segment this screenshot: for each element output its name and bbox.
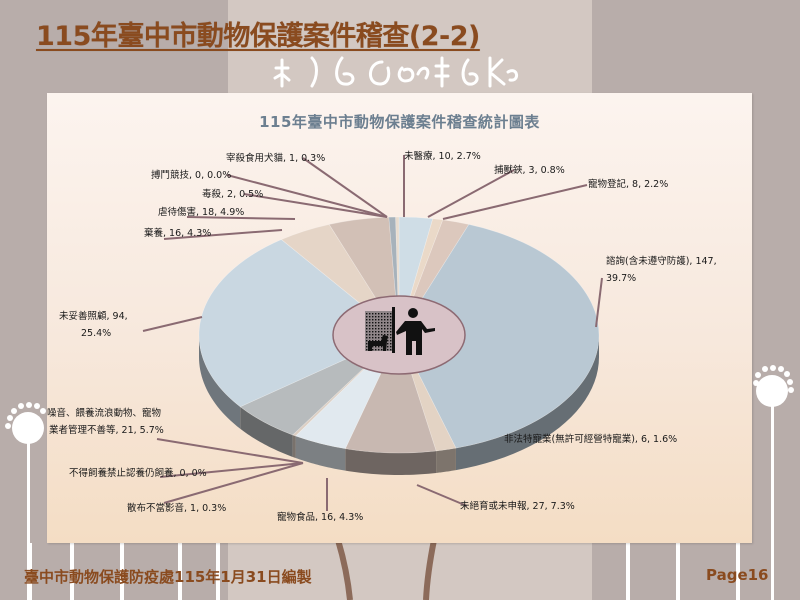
pie-slice xyxy=(344,334,437,454)
pie-slice xyxy=(398,224,600,449)
leader-line xyxy=(159,462,304,478)
chart-panel: 115年臺中市動物保護案件稽查統計圖表 宰殺食用犬貓, 1, 0.3% 搏鬥競技… xyxy=(47,93,752,543)
data-label-pet-food: 寵物食品, 16, 4.3% xyxy=(277,512,364,523)
leader-line xyxy=(163,462,304,504)
data-label-fighting: 搏鬥競技, 0, 0.0% xyxy=(151,170,232,181)
data-label-poison: 毒殺, 2, 0.5% xyxy=(202,189,264,200)
data-label-media: 散布不當影音, 1, 0.3% xyxy=(127,503,227,514)
leader-line xyxy=(595,277,603,328)
data-label-unneutered: 未絕育或未申報, 27, 7.3% xyxy=(460,501,575,512)
leader-line xyxy=(226,174,388,218)
data-label-noise-line1: 噪音、餵養流浪動物、寵物 xyxy=(47,408,162,419)
data-label-consult-line1: 諮詢(含未遵守防護), 147, xyxy=(606,256,717,267)
leader-line xyxy=(427,169,515,218)
decorative-script-icon xyxy=(273,56,518,88)
branch-decoration-icon xyxy=(335,540,437,600)
leader-line xyxy=(163,229,283,240)
data-label-trap: 捕獸鋏, 3, 0.8% xyxy=(494,165,565,176)
data-label-illegal-exotic: 非法特寵業(無許可經營特寵業), 6, 1.6% xyxy=(504,434,678,445)
data-label-abuse: 虐待傷害, 18, 4.9% xyxy=(158,207,245,218)
flower-decoration-left-icon xyxy=(5,402,46,600)
pie-side-walls xyxy=(199,335,599,475)
data-label-prohibited-keeping: 不得飼養禁止認養仍飼養, 0, 0% xyxy=(69,468,207,479)
leader-line xyxy=(156,438,304,464)
center-badge xyxy=(332,295,466,375)
data-label-improper-care-line2: 25.4% xyxy=(81,328,112,339)
leader-line xyxy=(243,193,388,218)
pie-chart xyxy=(142,155,603,511)
person-with-dog-behind-fence-icon xyxy=(365,307,435,355)
chart-title: 115年臺中市動物保護案件稽查統計圖表 xyxy=(259,113,540,131)
data-label-noise-line2: 業者管理不善等, 21, 5.7% xyxy=(49,425,164,436)
data-label-improper-care-line1: 未妥善照顧, 94, xyxy=(59,311,128,322)
data-label-abandon: 棄養, 16, 4.3% xyxy=(144,228,212,239)
data-label-no-medical: 未醫療, 10, 2.7% xyxy=(404,151,481,162)
page-number: Page16 xyxy=(706,566,769,584)
data-label-consult-line2: 39.7% xyxy=(606,273,637,284)
leader-line xyxy=(186,216,296,220)
leader-line xyxy=(302,157,388,218)
footer-publisher: 臺中市動物保護防疫處115年1月31日編製 xyxy=(24,568,312,586)
leader-line xyxy=(416,484,468,507)
data-label-slaughter: 宰殺食用犬貓, 1, 0.3% xyxy=(226,153,326,164)
data-label-registration: 寵物登記, 8, 2.2% xyxy=(588,179,669,190)
slide-title: 115年臺中市動物保護案件稽查(2-2) xyxy=(36,21,480,52)
leader-line xyxy=(142,316,203,332)
leader-line xyxy=(442,184,588,220)
flower-decoration-right-icon xyxy=(753,365,794,600)
pie-slices xyxy=(198,216,600,454)
